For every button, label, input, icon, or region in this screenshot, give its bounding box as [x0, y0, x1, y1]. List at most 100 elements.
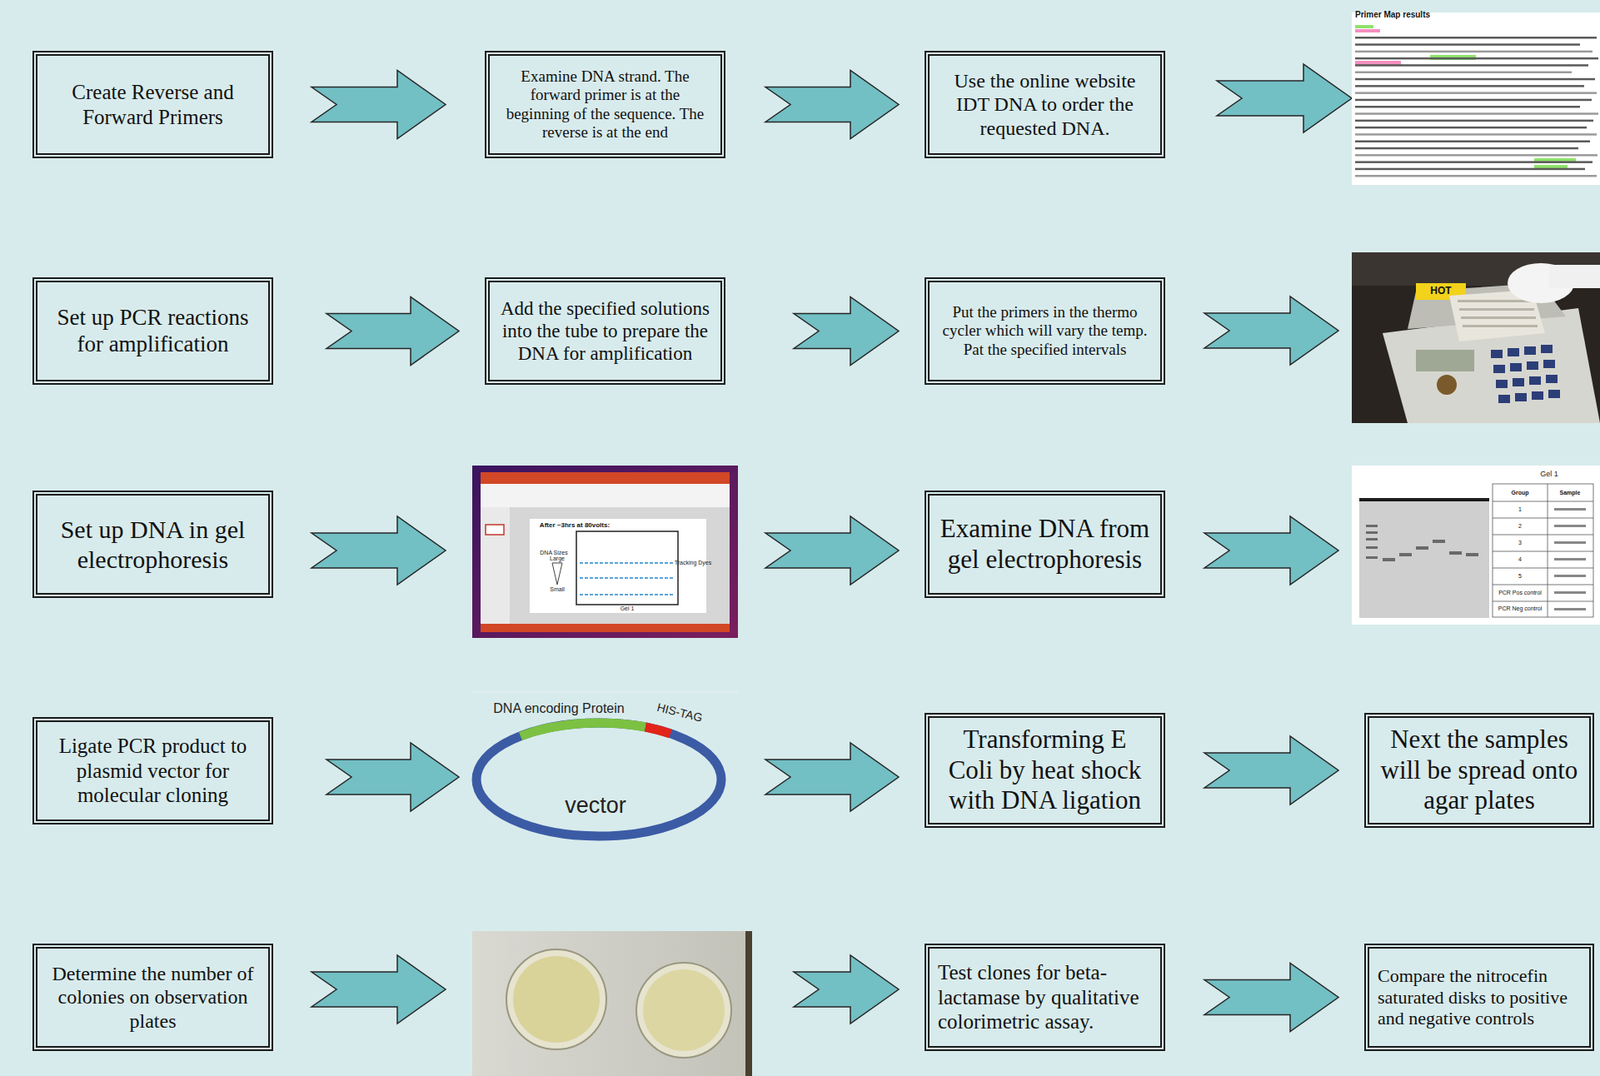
- image-label: vector: [564, 793, 627, 819]
- image-label: Group: [1511, 489, 1530, 497]
- slide-screenshot: [480, 623, 730, 633]
- illustration-part: [1492, 551, 1594, 553]
- block-arrow: [311, 516, 446, 585]
- agar-plates-photo: [472, 931, 753, 1076]
- image-label: 3: [1518, 539, 1522, 547]
- box-text: Add the specified solutions into the tub…: [498, 297, 713, 365]
- illustration-part: [1526, 361, 1539, 370]
- gel-photo: [1359, 498, 1490, 619]
- image-label: HIS-TAG: [655, 701, 704, 725]
- plasmid-vector: [476, 722, 722, 837]
- box-text: Compare the nitrocefin saturated disks t…: [1377, 965, 1581, 1031]
- illustration-part: [1554, 508, 1586, 611]
- box-text: Create Reverse and Forward Primers: [45, 79, 260, 130]
- illustration-part: [579, 563, 675, 595]
- primer-map-screenshot: [1355, 24, 1374, 29]
- slide-screenshot: [480, 472, 730, 484]
- block-arrow: [793, 297, 899, 366]
- thermocycler-photo: [1351, 252, 1600, 424]
- image-label: Gel 1: [620, 605, 635, 613]
- illustration-part: [1457, 299, 1538, 328]
- image-label: Primer Map results: [1355, 9, 1431, 20]
- illustration-part: [1365, 546, 1378, 549]
- illustration-part: [1382, 558, 1396, 562]
- block-arrow: [765, 70, 899, 140]
- illustration-part: [1512, 378, 1525, 387]
- illustration-part: [1449, 551, 1462, 555]
- slide-screenshot: [485, 524, 504, 535]
- illustration-part: [1365, 556, 1378, 559]
- illustration-part: [1459, 308, 1535, 311]
- block-arrow: [1204, 296, 1339, 365]
- box-text: Put the primers in the thermo cycler whi…: [937, 303, 1152, 359]
- agar-plates-photo: [636, 962, 732, 1058]
- illustration-part: [1554, 591, 1586, 594]
- box-text: Examine DNA strand. The forward primer i…: [498, 67, 713, 143]
- illustration-part: [1498, 394, 1511, 404]
- primer-map-screenshot: [1355, 84, 1585, 88]
- block-arrow: [326, 297, 459, 366]
- illustration-part: [1554, 524, 1586, 528]
- illustration-part: [1545, 374, 1558, 384]
- box-text: Set up PCR reactions for amplification: [45, 304, 260, 359]
- illustration-part: [1490, 349, 1503, 359]
- illustration-part: [1529, 376, 1541, 385]
- illustration-part: [1492, 483, 1594, 618]
- image-label: DNA encoding Protein: [493, 701, 624, 717]
- image-label: Tracking Dyes: [674, 559, 712, 567]
- illustration-part: [1462, 324, 1538, 328]
- illustration-part: [1492, 483, 1594, 618]
- block-arrow: [311, 64, 1352, 1024]
- primer-map-screenshot: [1355, 57, 1599, 60]
- primer-map-screenshot: [1355, 50, 1593, 54]
- illustration-part: [1548, 389, 1561, 399]
- illustration-part: [1492, 518, 1594, 519]
- illustration-part: [1359, 498, 1490, 502]
- illustration-part: [1359, 498, 1490, 502]
- primer-map-screenshot: [1351, 12, 1600, 185]
- primer-map-screenshot: [1355, 43, 1581, 46]
- agar-plates-photo: [472, 931, 753, 1076]
- image-label: 1: [1518, 506, 1522, 514]
- block-arrow: [765, 742, 899, 812]
- thermocycler-photo: [1436, 374, 1457, 395]
- primer-map-screenshot: [1355, 36, 1597, 40]
- illustration-part: [1492, 534, 1594, 536]
- process-box: Next the samples will be spread onto aga…: [1364, 712, 1595, 828]
- plasmid-vector: [472, 692, 738, 693]
- illustration-part: [1490, 344, 1561, 404]
- thermocycler-photo: [1549, 264, 1600, 289]
- primer-map-screenshot: [1355, 64, 1589, 67]
- slide-screenshot: [552, 563, 563, 585]
- illustration-part: [1365, 531, 1378, 534]
- illustration-part: [1543, 359, 1556, 369]
- illustration-part: [1510, 363, 1522, 372]
- process-box: Compare the nitrocefin saturated disks t…: [1364, 943, 1595, 1052]
- primer-map-screenshot: [1355, 133, 1597, 136]
- image-label: Sample: [1560, 489, 1581, 497]
- agar-plates-photo: [506, 949, 607, 1050]
- illustration-part: [1457, 299, 1533, 303]
- process-box: Use the online website IDT DNA to order …: [924, 50, 1166, 159]
- plasmid-vector: [645, 727, 671, 734]
- process-box: Set up PCR reactions for amplification: [32, 277, 274, 385]
- illustration-part: [1547, 483, 1549, 618]
- process-box: Put the primers in the thermo cycler whi…: [924, 277, 1166, 385]
- illustration-part: [1365, 524, 1479, 562]
- image-label: Small: [549, 586, 565, 594]
- process-box: Examine DNA strand. The forward primer i…: [484, 50, 726, 159]
- illustration-part: [1507, 348, 1520, 357]
- illustration-part: [1554, 508, 1586, 511]
- process-box: Examine DNA from gel electrophoresis: [924, 490, 1166, 599]
- process-box: Test clones for beta-lactamase by qualit…: [924, 943, 1166, 1052]
- primer-map-screenshot: [1355, 112, 1599, 115]
- primer-map-screenshot: [1355, 174, 1597, 178]
- primer-map-screenshot: [1355, 154, 1598, 157]
- block-arrow: [793, 955, 899, 1024]
- block-arrow: [326, 742, 459, 812]
- image-label: Large: [549, 555, 565, 563]
- thermocycler-photo: [1351, 252, 1600, 424]
- illustration-part: [1554, 574, 1586, 578]
- plasmid-vector: [520, 722, 646, 737]
